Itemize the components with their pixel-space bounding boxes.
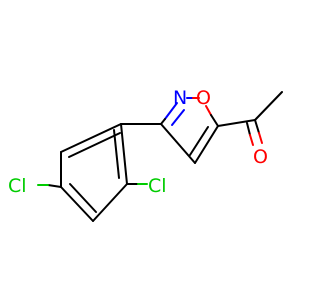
bond-cl-left	[47, 184, 62, 188]
carbonyl-oxygen-label: O	[253, 146, 268, 168]
bond-ar1-inner	[68, 132, 121, 158]
bond-carbonyl-o	[254, 119, 260, 134]
bond-ar1	[60, 123, 122, 153]
structure-canvas: Cl Cl N O O	[8, 87, 283, 222]
bond-ar5-inner	[113, 129, 120, 179]
bond-n-c3-black	[160, 118, 166, 125]
bond-ar3-inner	[69, 183, 97, 213]
bond-carbonyl-o-double-red	[249, 134, 254, 146]
cl-left-label: Cl	[8, 175, 27, 197]
bond-ar3	[60, 186, 94, 222]
bond-c5-carbonyl	[217, 119, 256, 127]
bond-carbonyl-o-red	[258, 132, 263, 144]
bond-carbonyl-o-double	[246, 122, 251, 136]
bond-ar5	[120, 123, 128, 185]
bond-n-c3	[164, 102, 178, 120]
bond-c4-c3	[160, 123, 196, 164]
bond-c5-c4-double	[189, 126, 209, 156]
bond-carbonyl-methyl	[254, 91, 283, 121]
bond-o-c5	[210, 114, 219, 127]
ring-oxygen-label: O	[196, 87, 211, 109]
molecule-drawing: Cl Cl N O O	[8, 87, 283, 222]
nitrogen-label: N	[173, 87, 187, 109]
bond-c5-c4	[194, 125, 219, 164]
bond-n-c3-double	[171, 109, 185, 126]
cl-right-label: Cl	[148, 175, 167, 197]
bond-ar4	[92, 183, 128, 222]
bond-o-c5-red	[205, 105, 212, 116]
